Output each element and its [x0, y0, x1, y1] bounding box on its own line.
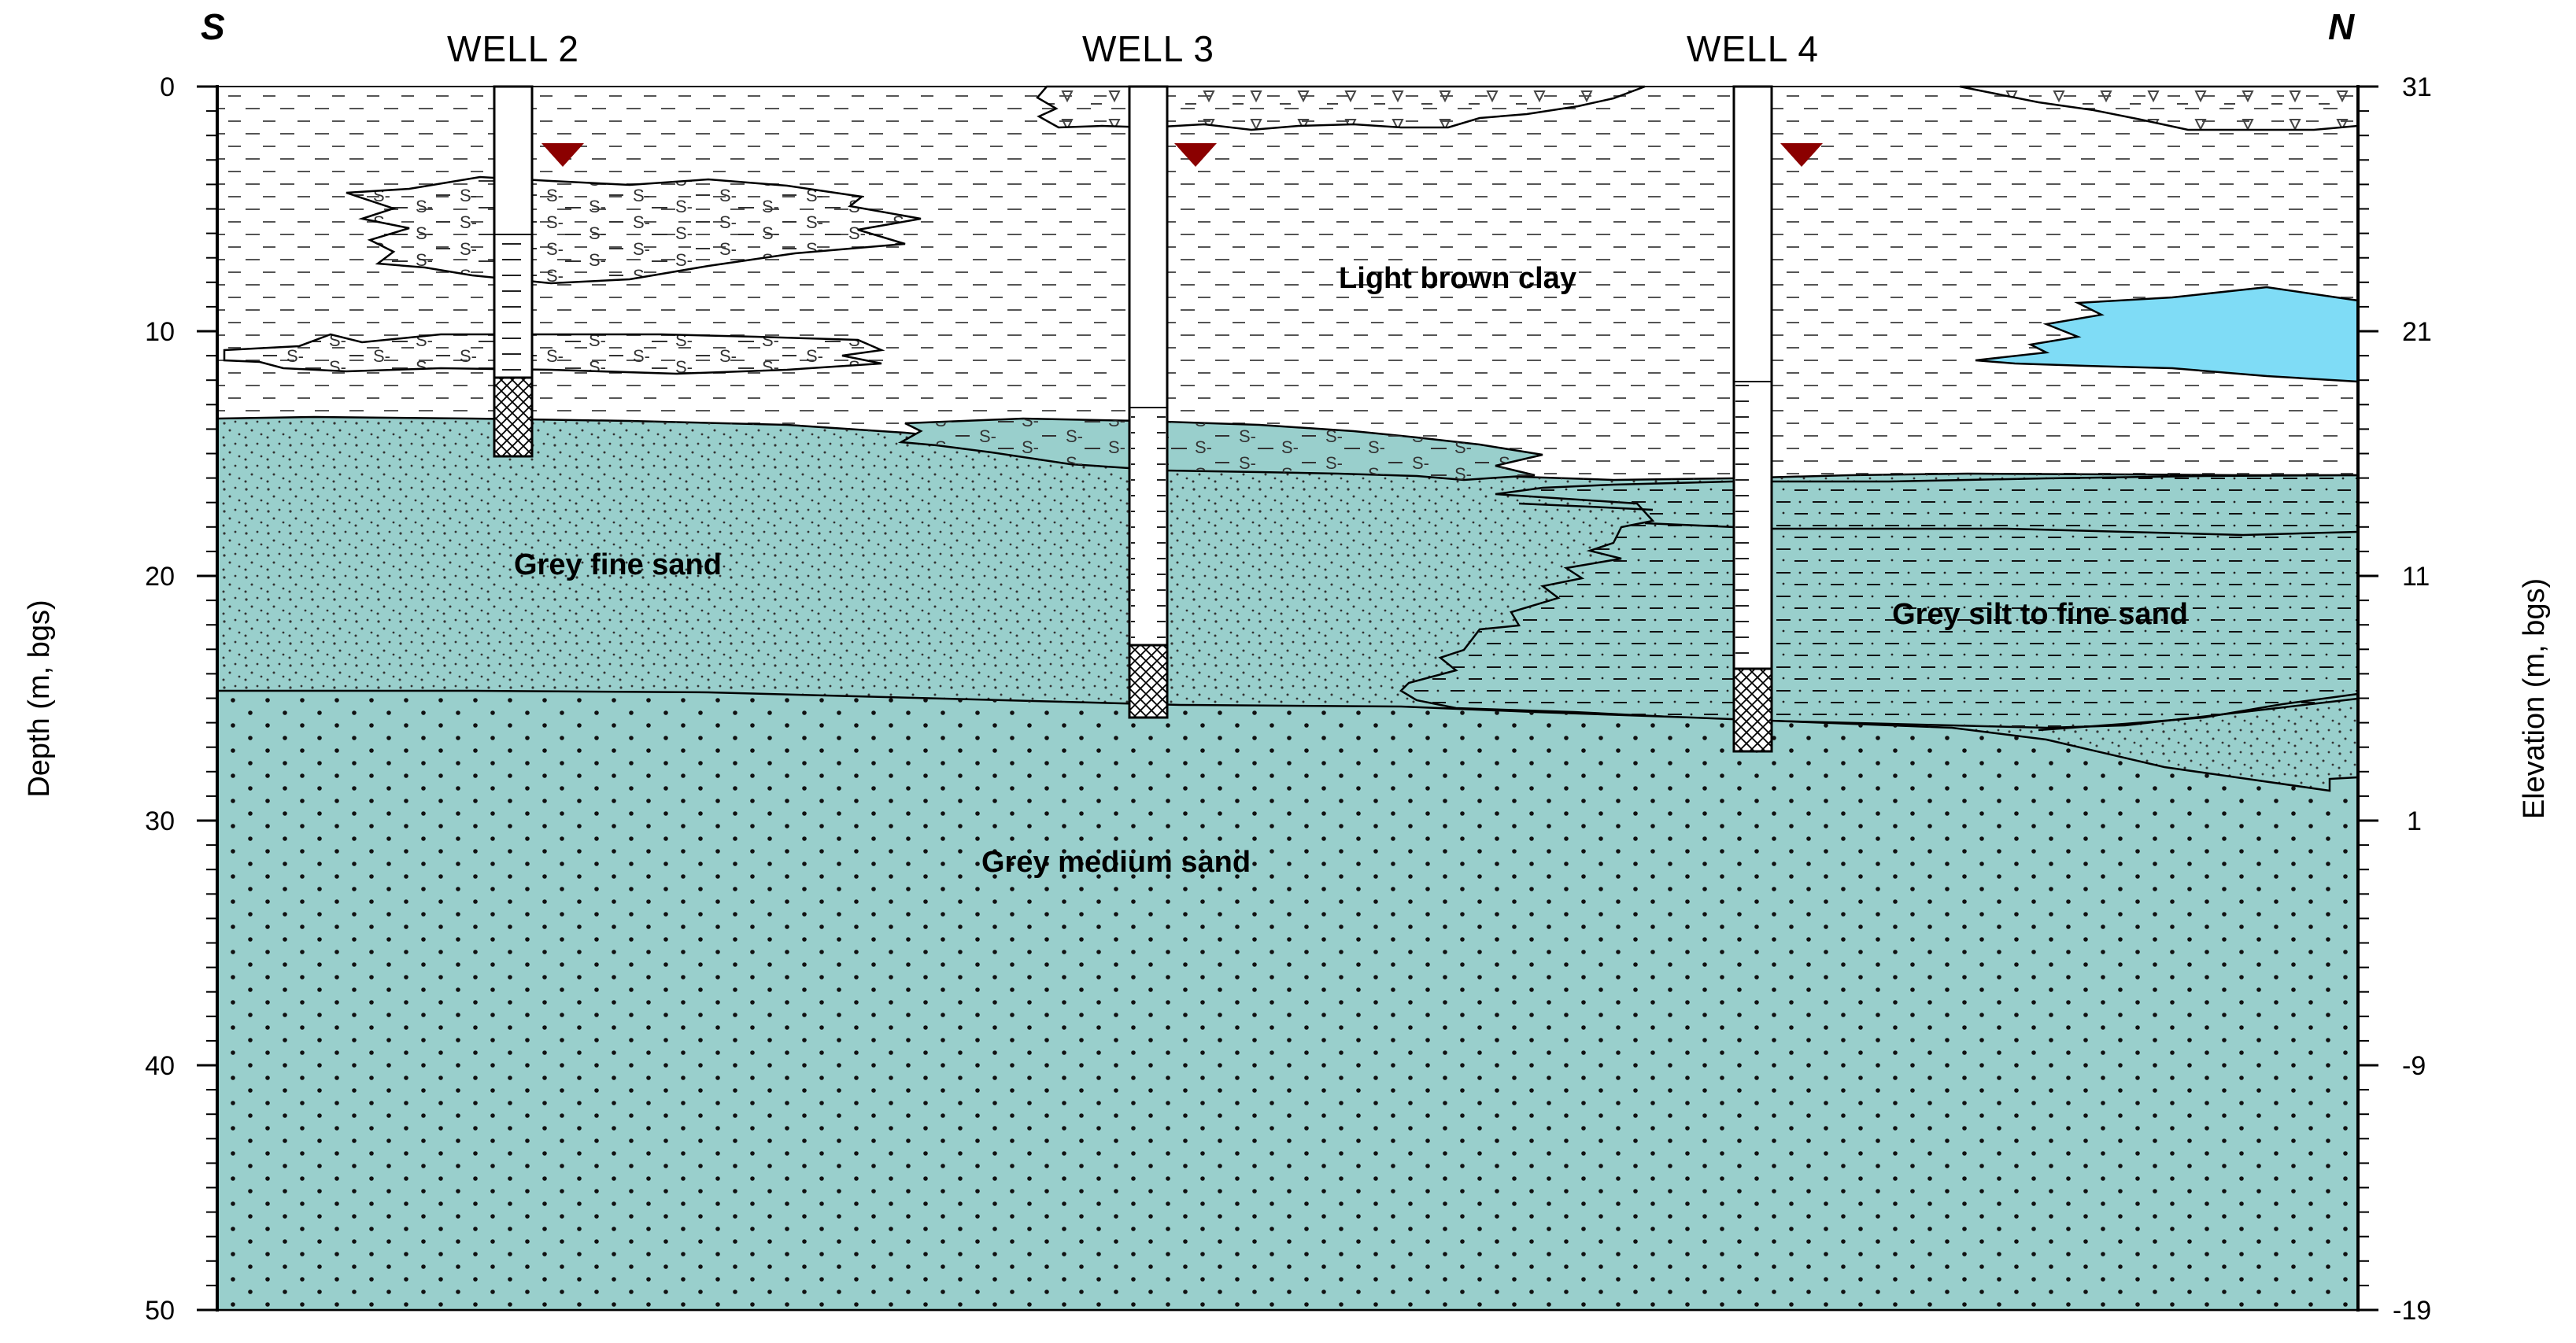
- water-table-marker-well-4: [1780, 143, 1823, 167]
- direction-south-label: S: [201, 6, 225, 47]
- elevation-tick-label: 11: [2402, 562, 2430, 592]
- layer-label-clay: Light brown clay: [1339, 262, 1576, 295]
- elevation-axis-title: Elevation (m, bgs): [2518, 578, 2551, 819]
- elevation-tick-label: -19: [2393, 1296, 2431, 1326]
- axes-group: [197, 85, 2378, 1312]
- left-tick-marks: [197, 85, 217, 1312]
- depth-tick-label: 20: [145, 562, 175, 592]
- water-lens: [1975, 286, 2360, 383]
- layer-label-silt: Grey silt to fine sand: [1892, 598, 2188, 631]
- well-2-title: WELL 2: [447, 28, 579, 69]
- elevation-tick-label: 1: [2407, 806, 2422, 836]
- well-3-casing: [1128, 85, 1169, 719]
- depth-tick-label: 50: [145, 1296, 175, 1326]
- well-4-title: WELL 4: [1687, 28, 1819, 69]
- gravel-lens-middle: [1036, 85, 1646, 131]
- silt-lens-well3-pattern: [901, 419, 1543, 480]
- direction-north-label: N: [2328, 6, 2355, 47]
- water-table-marker-well-3: [1174, 143, 1217, 167]
- silt-lens-lower: [223, 333, 885, 375]
- layer-label-medium-sand: Grey medium sand: [981, 846, 1251, 879]
- elevation-tick-label: 31: [2402, 72, 2432, 102]
- layer-medium-sand-pattern: [217, 691, 2358, 1310]
- well-2-casing: [493, 85, 534, 458]
- silt-lens-upper: [346, 175, 922, 285]
- right-tick-marks: [2358, 85, 2378, 1312]
- depth-tick-labels: 0 10 20 30 40 50: [145, 72, 175, 1326]
- depth-tick-label: 30: [145, 806, 175, 836]
- elevation-tick-label: -9: [2402, 1051, 2426, 1081]
- contact-line-right: [2038, 692, 2359, 732]
- depth-tick-label: 10: [145, 317, 175, 347]
- depth-axis-title: Depth (m, bgs): [23, 600, 56, 797]
- elevation-tick-label: 21: [2402, 317, 2432, 347]
- water-table-marker-well-2: [541, 143, 584, 167]
- layer-label-fine-sand: Grey fine sand: [514, 548, 722, 581]
- silt-bedding-line-2: [1518, 502, 1654, 511]
- layer-silt-pattern: [1401, 475, 2358, 728]
- wells-group: [493, 85, 1823, 753]
- depth-tick-label: 0: [160, 72, 175, 102]
- layer-group: [216, 85, 2360, 1312]
- well-4-casing: [1732, 85, 1773, 753]
- elevation-tick-labels: 31 21 11 1 -9 -19: [2393, 72, 2432, 1326]
- well-3-title: WELL 3: [1082, 28, 1214, 69]
- depth-tick-label: 40: [145, 1051, 175, 1081]
